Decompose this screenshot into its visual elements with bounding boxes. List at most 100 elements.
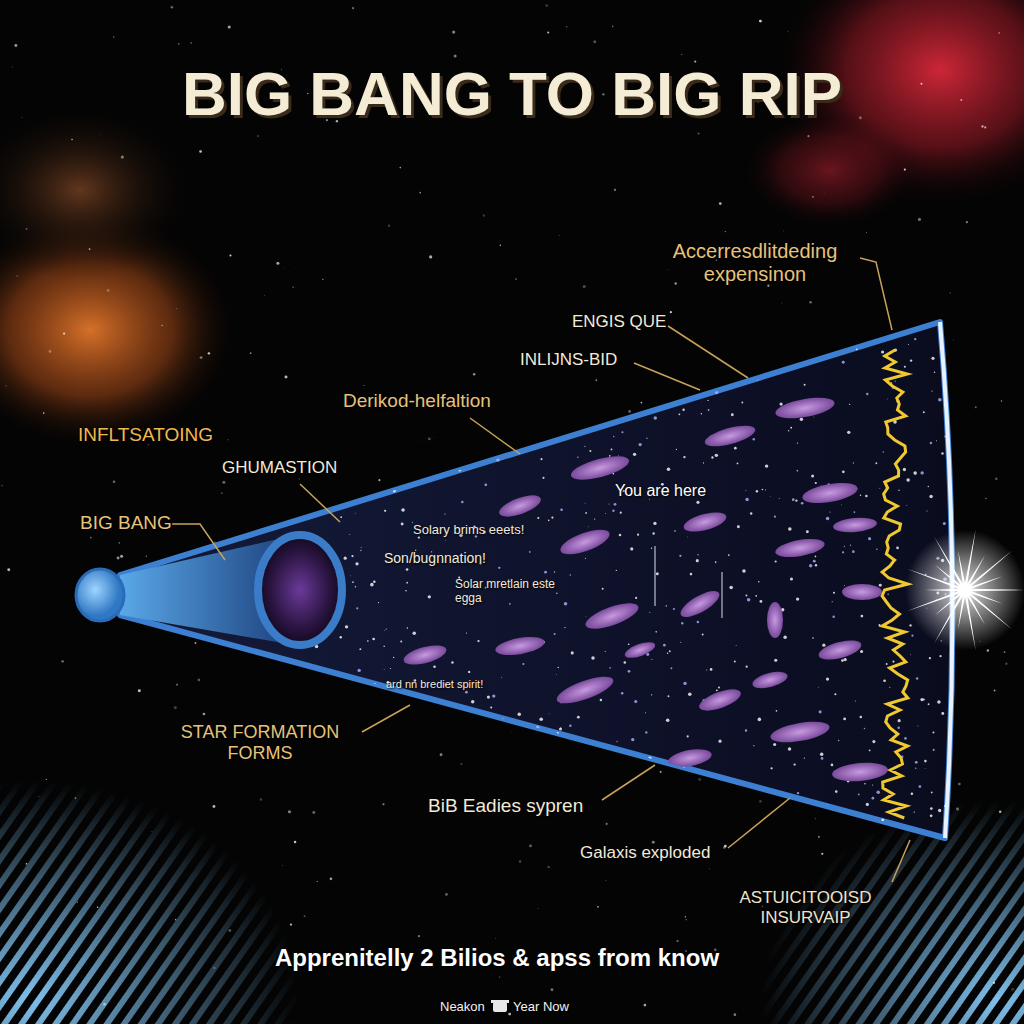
star: [906, 478, 910, 482]
star: [635, 785, 638, 788]
star: [495, 793, 497, 795]
star: [630, 547, 633, 550]
star: [806, 530, 809, 533]
dust-dot: [583, 285, 586, 288]
star: [600, 699, 602, 701]
dust-dot: [994, 690, 996, 692]
label: Solar mretlain este egga: [455, 578, 567, 606]
dust-dot: [685, 919, 686, 920]
star: [737, 525, 740, 528]
star: [446, 834, 449, 837]
star: [490, 707, 492, 709]
dust-dot: [1011, 988, 1014, 991]
star: [351, 555, 353, 557]
star: [476, 775, 479, 778]
star: [360, 809, 362, 811]
dust-dot: [975, 406, 977, 408]
star: [338, 327, 341, 330]
star: [372, 638, 375, 641]
star: [634, 700, 637, 703]
star: [386, 365, 389, 368]
star: [622, 782, 623, 783]
leader-line: [634, 363, 700, 390]
star: [735, 383, 737, 385]
star: [414, 383, 416, 385]
star: [715, 561, 717, 563]
star: [345, 625, 348, 628]
dust-dot: [866, 232, 867, 233]
star: [931, 391, 932, 392]
star: [434, 698, 436, 700]
star: [586, 379, 589, 382]
dust-dot: [292, 286, 294, 288]
star: [616, 570, 617, 571]
star: [492, 456, 493, 457]
star: [929, 657, 931, 659]
label: ENGIS QUE: [572, 312, 666, 332]
star: [676, 388, 678, 390]
star: [822, 644, 825, 647]
star: [696, 501, 699, 504]
star: [616, 741, 617, 742]
label: Solary brims eeets!: [413, 523, 524, 538]
star: [311, 365, 313, 367]
star: [461, 376, 463, 378]
star: [645, 835, 648, 838]
star: [304, 699, 307, 702]
star: [393, 657, 394, 658]
dust-dot: [998, 32, 1000, 34]
dust-dot: [818, 836, 820, 838]
star: [423, 352, 425, 354]
star: [585, 615, 587, 617]
dust-dot: [958, 783, 961, 786]
dust-dot: [352, 7, 354, 9]
star: [357, 669, 360, 672]
dust-dot: [935, 278, 937, 280]
star: [804, 384, 806, 386]
dust-dot: [90, 537, 92, 539]
star: [745, 595, 747, 597]
star: [400, 741, 404, 745]
star: [643, 345, 645, 347]
star: [522, 663, 524, 665]
star: [809, 564, 812, 567]
star: [697, 621, 700, 624]
star: [587, 425, 590, 428]
star: [421, 836, 423, 838]
dust-dot: [146, 556, 147, 557]
star: [355, 562, 358, 565]
star: [861, 615, 864, 618]
star: [549, 770, 552, 773]
star: [664, 363, 666, 365]
star: [599, 771, 602, 774]
star: [729, 348, 732, 351]
star: [911, 635, 913, 637]
star: [869, 750, 871, 752]
dust-dot: [161, 325, 163, 327]
dust-dot: [229, 929, 232, 932]
star: [389, 373, 390, 374]
rip-band: [882, 350, 908, 818]
star: [860, 650, 863, 653]
icon: [491, 1000, 509, 1003]
star: [564, 627, 565, 628]
dust-dot: [175, 919, 176, 920]
star: [765, 489, 766, 490]
galaxy: [769, 718, 831, 746]
dust-dot: [566, 26, 567, 27]
star: [759, 600, 762, 603]
star: [916, 677, 918, 679]
star: [801, 836, 804, 839]
star: [887, 593, 888, 594]
label: ard nn brediet spirit!: [386, 678, 483, 691]
star: [631, 738, 634, 741]
star: [577, 716, 580, 719]
star: [516, 390, 519, 393]
star: [390, 755, 393, 758]
label: INLIJNS-BID: [520, 350, 617, 370]
dust-dot: [176, 684, 178, 686]
star: [401, 508, 405, 512]
dust-dot: [859, 116, 862, 119]
star: [578, 830, 580, 832]
